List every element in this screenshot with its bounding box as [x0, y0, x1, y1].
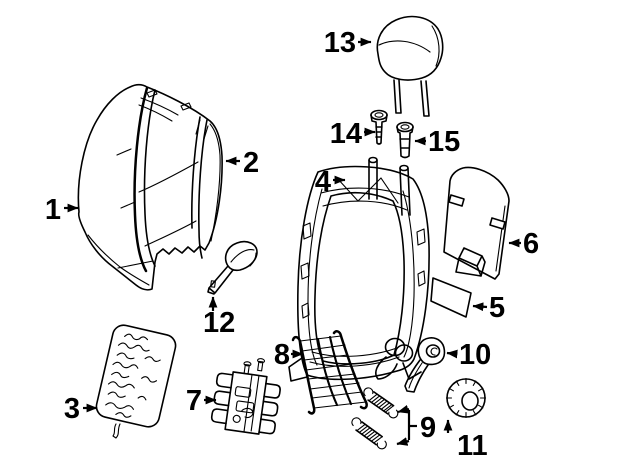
center-panel-left-piping [143, 89, 156, 267]
heater-element-squiggles [105, 333, 161, 418]
handle-boss [417, 337, 446, 366]
trim-tab-hole [210, 280, 216, 288]
callout-2: 2 [243, 147, 259, 179]
adhesive-pad-drawing [430, 277, 472, 318]
recliner-handle-drawing [404, 337, 446, 393]
side-bolster-ticks [116, 148, 136, 209]
spring-upper-drawing [363, 387, 399, 419]
center-panel-left-seam [133, 86, 149, 273]
panel-inner-edge [495, 205, 506, 272]
bracket-plate [224, 371, 268, 435]
sleeve-head-bore [400, 124, 410, 130]
headrest-post-right [420, 80, 430, 117]
adjuster-knob-drawing [445, 377, 487, 419]
headrest-post-left [393, 79, 402, 114]
callout-14: 14 [330, 118, 362, 150]
callouts: 1 2 3 4 5 6 7 8 9 10 11 12 13 14 [45, 27, 539, 462]
callout-13: 13 [324, 27, 356, 59]
callout-8: 8 [274, 339, 290, 371]
frame-bottom-bracket [375, 356, 422, 380]
frame-recliner-boss [384, 337, 414, 362]
lumbar-right-rail [332, 330, 368, 410]
knob-center [461, 391, 479, 411]
headrest-body [376, 15, 444, 81]
headrest-guide-tube-right [399, 164, 411, 216]
frame-left-foot [288, 357, 308, 382]
panel-outline [443, 166, 510, 280]
bolt-shaft [370, 114, 388, 145]
handle-lever [404, 359, 429, 393]
cover-bottom-hem [87, 234, 154, 286]
headrest-end-cap [431, 25, 440, 67]
top-seam-lines [138, 97, 179, 122]
callout-7: 7 [186, 385, 202, 417]
trim-tab [207, 265, 234, 295]
callout-12: 12 [203, 307, 235, 339]
spring-lower-drawing [351, 417, 387, 450]
seat-heater-pad-drawing [95, 324, 177, 439]
frame-lightening-holes [300, 222, 426, 319]
knob-rim [446, 378, 486, 418]
callout-9-bracket [396, 405, 417, 446]
guide-sleeve-drawing [396, 121, 414, 159]
panel-bottom-box [455, 247, 486, 277]
sleeve-body [396, 126, 414, 159]
cover-right-piping [209, 123, 221, 242]
callout-3: 3 [64, 393, 80, 425]
callout-9: 9 [420, 412, 436, 444]
sleeve-head [396, 121, 414, 133]
handle-lever-ridge [408, 362, 423, 389]
bolt-head [370, 109, 388, 121]
headrest-guide-tube-left [368, 156, 378, 200]
panel-notch-right [489, 217, 506, 230]
seat-back-cover-drawing [77, 83, 223, 291]
headrest-slot-left [146, 89, 158, 98]
top-right-ticks [195, 119, 209, 140]
frame-window [314, 191, 405, 365]
bracket-right-fingers [258, 382, 281, 435]
trim-hood [224, 240, 258, 272]
back-panel-drawing [443, 166, 510, 280]
headrest-slot-right [180, 102, 192, 111]
bolt-head-socket [374, 112, 384, 118]
lumbar-wires [299, 335, 367, 409]
seat-frame-drawing [288, 156, 430, 382]
knob-knurling [445, 377, 487, 419]
callout-1: 1 [45, 194, 61, 226]
bracket-top-bolts [243, 358, 266, 375]
trim-hood-seam [230, 249, 257, 267]
callout-6: 6 [523, 228, 539, 260]
callout-11: 11 [457, 430, 488, 462]
lumbar-vertical-wires [316, 335, 353, 407]
panel-notch-upper [448, 194, 465, 207]
callout-15: 15 [428, 126, 460, 158]
callout-5: 5 [489, 292, 505, 324]
headrest-seam [378, 40, 431, 53]
guide-bolt-drawing [370, 109, 388, 145]
heater-wire [112, 423, 121, 439]
heater-pad-outline [95, 324, 177, 428]
lumbar-left-rail [291, 335, 316, 415]
bracket-mechanism [232, 374, 260, 433]
lumbar-grid-drawing [291, 330, 368, 415]
callout-10-arrow [446, 349, 458, 359]
frame-outline [297, 165, 430, 381]
side-trim-drawing [207, 240, 258, 295]
callout-10: 10 [459, 339, 491, 371]
horizontal-seams [138, 161, 199, 247]
callout-5-arrow [472, 302, 488, 312]
headrest-drawing [376, 15, 444, 117]
callout-4: 4 [315, 166, 331, 198]
handle-boss-spiral [430, 347, 438, 356]
cover-outline [77, 83, 223, 291]
handle-boss-inner [425, 344, 441, 358]
